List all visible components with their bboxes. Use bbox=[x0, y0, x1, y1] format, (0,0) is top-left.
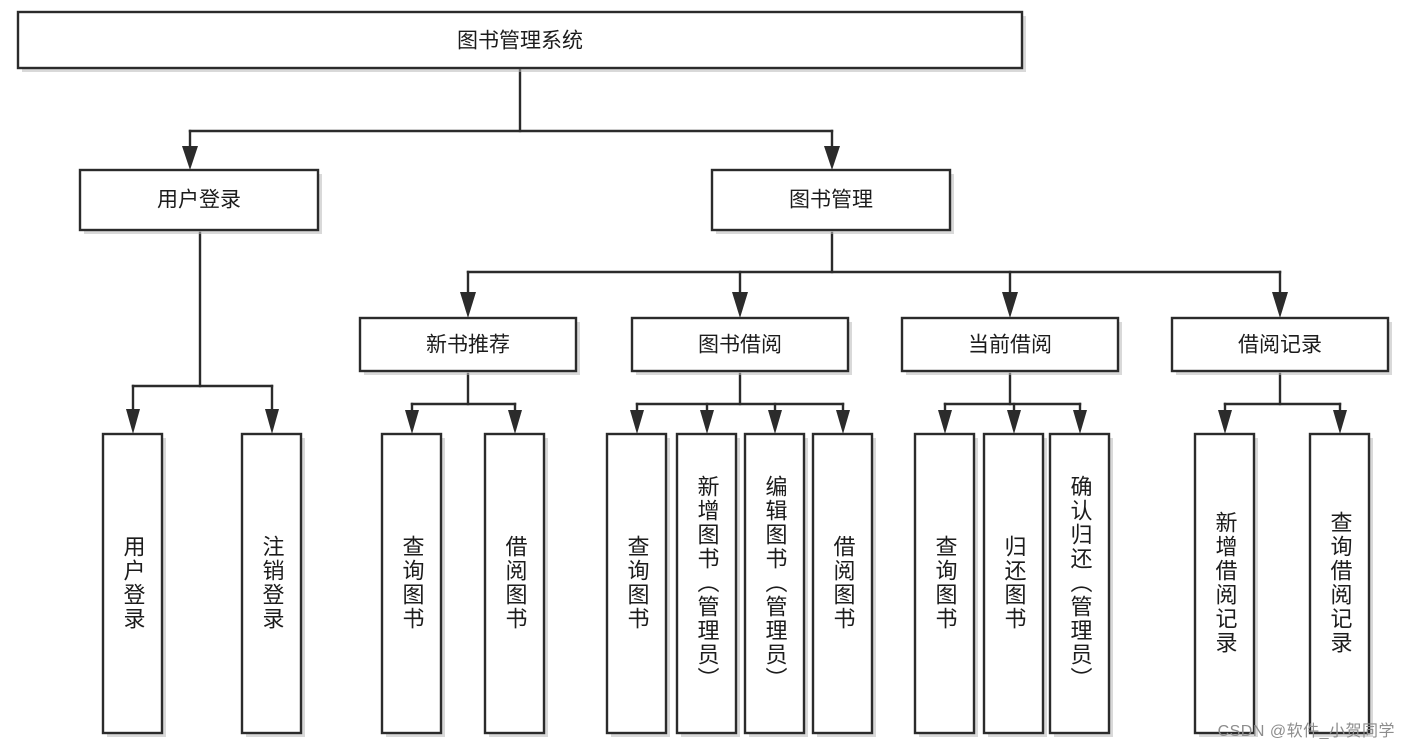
node-book-manage[interactable]: 图书管理 bbox=[710, 168, 954, 234]
arrowhead-book-borrow bbox=[732, 292, 748, 318]
arrowhead-new-book bbox=[460, 292, 476, 318]
node-user-login[interactable]: 用户登录 bbox=[78, 168, 322, 234]
leaf-query-book-3-label: 查询图书 bbox=[933, 535, 958, 631]
leaf-return-book-label: 归还图书 bbox=[1002, 535, 1027, 631]
leaf-add-book-box[interactable] bbox=[675, 432, 738, 735]
leaf-query-record-label: 查询借阅记录 bbox=[1328, 511, 1353, 655]
node-root-box[interactable] bbox=[16, 10, 1024, 70]
node-root-label: 图书管理系统 bbox=[457, 30, 583, 53]
leaf-node[interactable]: 借阅图书 bbox=[811, 432, 876, 737]
node-book-borrow-label: 图书借阅 bbox=[698, 334, 782, 357]
leaf-query-book-1-label: 查询图书 bbox=[400, 535, 425, 631]
leaf-edit-book-label: 编辑图书（管理员） bbox=[763, 475, 788, 691]
leaf-logout-login-label: 注销登录 bbox=[260, 535, 285, 631]
leaf-borrow-book-1-box[interactable] bbox=[483, 432, 546, 735]
leaf-confirm-return-box[interactable] bbox=[1048, 432, 1111, 735]
node-book-manage-label: 图书管理 bbox=[789, 189, 873, 212]
node-new-book-recommend-box[interactable] bbox=[358, 316, 578, 373]
leaf-borrow-book-2-label: 借阅图书 bbox=[831, 535, 856, 631]
leaf-add-record-label: 新增借阅记录 bbox=[1213, 511, 1238, 655]
leaf-node[interactable]: 确认归还（管理员） bbox=[1048, 432, 1113, 737]
node-current-borrow-box[interactable] bbox=[900, 316, 1120, 373]
arrowhead-current-borrow bbox=[1002, 292, 1018, 318]
leaf-node[interactable]: 新增借阅记录 bbox=[1193, 432, 1258, 737]
node-root[interactable]: 图书管理系统 bbox=[16, 10, 1026, 72]
leaf-node[interactable]: 用户登录 bbox=[101, 432, 166, 737]
leaf-return-book-box[interactable] bbox=[982, 432, 1045, 735]
arrowhead-leaf-return-book bbox=[1007, 410, 1021, 434]
node-new-book-recommend-label: 新书推荐 bbox=[426, 334, 510, 357]
arrowhead-leaf-query-book-2 bbox=[630, 410, 644, 434]
arrowhead-leaf-logout-login bbox=[265, 409, 279, 434]
leaf-node[interactable]: 编辑图书（管理员） bbox=[743, 432, 808, 737]
arrowhead-leaf-user-login bbox=[126, 409, 140, 434]
leaf-node[interactable]: 归还图书 bbox=[982, 432, 1047, 737]
arrowhead-borrow-record bbox=[1272, 292, 1288, 318]
leaf-node[interactable]: 查询图书 bbox=[605, 432, 670, 737]
node-user-login-label: 用户登录 bbox=[157, 189, 241, 212]
leaf-node[interactable]: 查询借阅记录 bbox=[1308, 432, 1373, 737]
leaf-user-login-box[interactable] bbox=[101, 432, 164, 735]
leaf-node[interactable]: 注销登录 bbox=[240, 432, 305, 737]
arrowhead-leaf-add-book bbox=[700, 410, 714, 434]
leaf-borrow-book-2-box[interactable] bbox=[811, 432, 874, 735]
leaf-node[interactable]: 借阅图书 bbox=[483, 432, 548, 737]
leaf-confirm-return-label: 确认归还（管理员） bbox=[1068, 475, 1093, 691]
arrowhead-leaf-borrow-book-1 bbox=[508, 410, 522, 434]
leaf-add-book-label: 新增图书（管理员） bbox=[695, 475, 720, 691]
leaf-query-book-2-label: 查询图书 bbox=[625, 535, 650, 631]
leaf-edit-book-box[interactable] bbox=[743, 432, 806, 735]
node-borrow-record-box[interactable] bbox=[1170, 316, 1390, 373]
node-book-manage-box[interactable] bbox=[710, 168, 952, 232]
arrowhead-leaf-query-book-3 bbox=[938, 410, 952, 434]
arrowhead-leaf-confirm-return bbox=[1073, 410, 1087, 434]
connector-layer bbox=[126, 68, 1347, 434]
arrowhead-leaf-add-record bbox=[1218, 410, 1232, 434]
leaf-query-book-1-box[interactable] bbox=[380, 432, 443, 735]
node-borrow-record[interactable]: 借阅记录 bbox=[1170, 316, 1392, 375]
leaf-node[interactable]: 新增图书（管理员） bbox=[675, 432, 740, 737]
leaf-add-record-box[interactable] bbox=[1193, 432, 1256, 735]
leaf-node[interactable]: 查询图书 bbox=[380, 432, 445, 737]
node-borrow-record-label: 借阅记录 bbox=[1238, 334, 1322, 357]
leaf-logout-login-box[interactable] bbox=[240, 432, 303, 735]
node-current-borrow-label: 当前借阅 bbox=[968, 334, 1052, 357]
node-book-borrow-box[interactable] bbox=[630, 316, 850, 373]
leaf-user-login-label: 用户登录 bbox=[121, 535, 146, 631]
node-new-book-recommend[interactable]: 新书推荐 bbox=[358, 316, 580, 375]
arrowhead-user-login bbox=[182, 146, 198, 170]
arrowhead-leaf-borrow-book-2 bbox=[836, 410, 850, 434]
leaf-query-record-box[interactable] bbox=[1308, 432, 1371, 735]
leaf-query-book-3-box[interactable] bbox=[913, 432, 976, 735]
leaf-query-book-2-box[interactable] bbox=[605, 432, 668, 735]
leaf-node[interactable]: 查询图书 bbox=[913, 432, 978, 737]
arrowhead-leaf-edit-book bbox=[768, 410, 782, 434]
arrowhead-leaf-query-record bbox=[1333, 410, 1347, 434]
node-current-borrow[interactable]: 当前借阅 bbox=[900, 316, 1122, 375]
arrowhead-book-manage bbox=[824, 146, 840, 170]
arrowhead-leaf-query-book-1 bbox=[405, 410, 419, 434]
node-user-login-box[interactable] bbox=[78, 168, 320, 232]
leaf-borrow-book-1-label: 借阅图书 bbox=[503, 535, 528, 631]
node-book-borrow[interactable]: 图书借阅 bbox=[630, 316, 852, 375]
